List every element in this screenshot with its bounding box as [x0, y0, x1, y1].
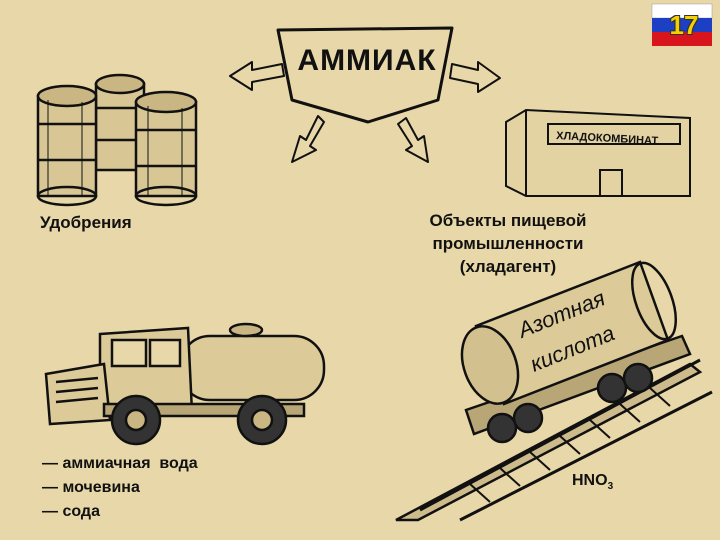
- hno3-subscript: 3: [608, 481, 614, 492]
- food-industry-line-3: (хладагент): [408, 256, 608, 277]
- factory-building-icon: [506, 110, 690, 196]
- truck-item-3: — сода: [42, 500, 100, 524]
- hno3-formula: HNO3: [572, 470, 613, 497]
- barrels-icon: [38, 75, 196, 205]
- slide-number: 17: [664, 10, 704, 41]
- railway-tank-car-icon: [396, 257, 712, 520]
- truck-item-1: — аммиачная вода: [42, 452, 198, 476]
- truck-item-2: — мочевина: [42, 476, 140, 500]
- hno3-main: HNO: [572, 472, 608, 489]
- food-industry-line-2: промышленности: [408, 233, 608, 254]
- tank-truck-icon: [46, 324, 324, 444]
- diagram-title: АММИАК: [292, 44, 442, 78]
- food-industry-line-1: Объекты пищевой: [408, 210, 608, 231]
- fertilizers-label: Удобрения: [40, 212, 132, 233]
